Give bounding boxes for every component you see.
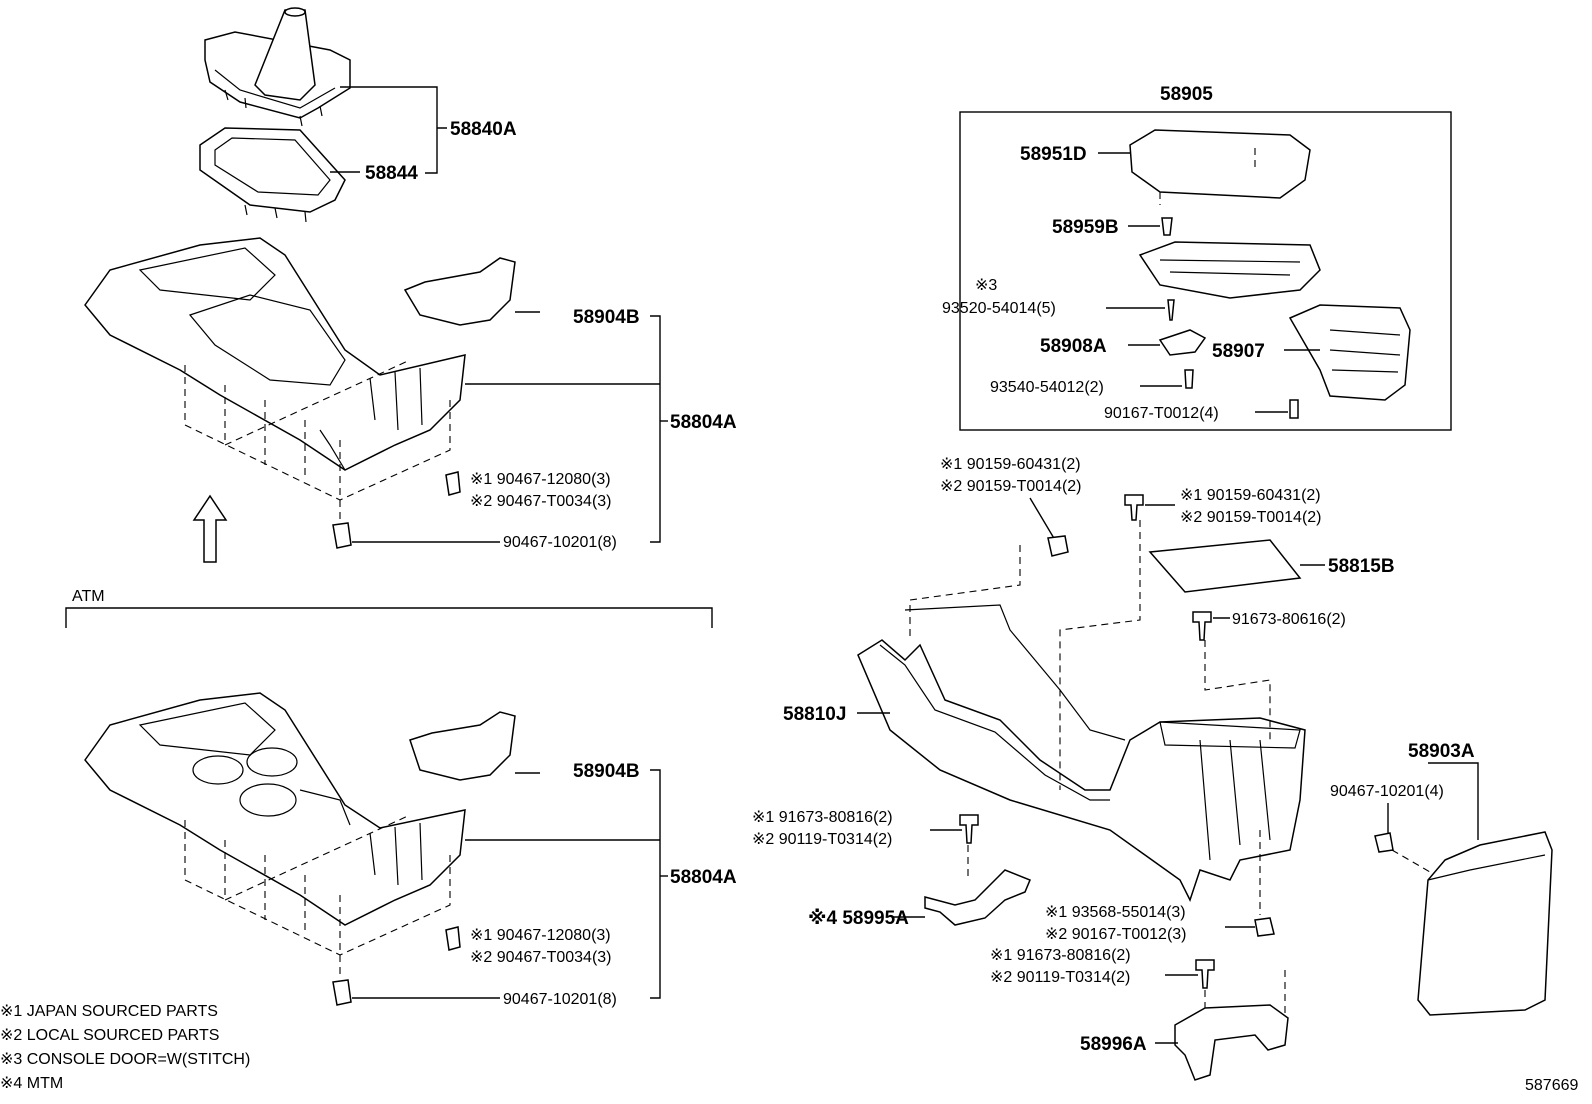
label-s2-90159-T0014-b: ※2 90159-T0014(2) bbox=[1180, 509, 1322, 526]
note-1: ※1 JAPAN SOURCED PARTS bbox=[0, 1003, 218, 1020]
label-s4-58995A: ※4 58995A bbox=[808, 908, 909, 929]
label-s1-90467-12080-top: ※1 90467-12080(3) bbox=[470, 471, 611, 488]
main-console-58810J-illustration bbox=[857, 604, 1306, 902]
fastener-90159-a bbox=[1047, 535, 1069, 557]
label-58904B-top: 58904B bbox=[573, 307, 640, 328]
console-body-mt-illustration bbox=[84, 237, 540, 471]
fastener-91673-80816-a bbox=[959, 814, 979, 844]
diagram-id: 587669 bbox=[1525, 1077, 1578, 1094]
label-58908A: 58908A bbox=[1040, 336, 1107, 357]
fastener-90159-b bbox=[1124, 494, 1144, 521]
bracket-58804A-top bbox=[650, 315, 661, 543]
label-s1-90159-60431-a: ※1 90159-60431(2) bbox=[940, 456, 1081, 473]
label-58905: 58905 bbox=[1160, 84, 1213, 105]
label-s2-90119-T0314-a: ※2 90119-T0314(2) bbox=[752, 831, 892, 848]
fastener-93568 bbox=[1254, 917, 1275, 937]
label-s2-90167-T0012-3: ※2 90167-T0012(3) bbox=[1045, 926, 1187, 943]
label-58804A-top: 58804A bbox=[670, 412, 737, 433]
footnotes: ※1 JAPAN SOURCED PARTS ※2 LOCAL SOURCED … bbox=[0, 1003, 250, 1092]
label-93540-54012: 93540-54012(2) bbox=[990, 379, 1104, 396]
latch-58908A-illustration bbox=[1158, 329, 1207, 389]
note-2: ※2 LOCAL SOURCED PARTS bbox=[0, 1027, 219, 1044]
label-90467-10201-top: 90467-10201(8) bbox=[503, 534, 617, 551]
bracket-58840A bbox=[340, 86, 447, 174]
console-at-hidden-lines bbox=[184, 814, 451, 975]
label-58951D: 58951D bbox=[1020, 144, 1087, 165]
label-58815B: 58815B bbox=[1328, 556, 1395, 577]
label-s1-91673-80816-b: ※1 91673-80816(2) bbox=[990, 947, 1131, 964]
fastener-91673-80616 bbox=[1192, 611, 1212, 641]
armrest-lid-illustration bbox=[1129, 129, 1311, 205]
label-90467-10201-4: 90467-10201(4) bbox=[1330, 783, 1444, 800]
note-4: ※4 MTM bbox=[0, 1075, 63, 1092]
side-panel-58903A-illustration bbox=[1417, 831, 1553, 1016]
atm-bracket bbox=[65, 607, 713, 628]
console-mt-hidden-lines bbox=[184, 359, 451, 520]
label-58907: 58907 bbox=[1212, 341, 1265, 362]
label-s1-90467-12080-bot: ※1 90467-12080(3) bbox=[470, 927, 611, 944]
label-58840A: 58840A bbox=[450, 119, 517, 140]
shift-boot-illustration bbox=[204, 7, 351, 127]
label-58810J: 58810J bbox=[783, 704, 846, 725]
label-58844: 58844 bbox=[365, 163, 418, 184]
label-s1-93568-55014: ※1 93568-55014(3) bbox=[1045, 904, 1186, 921]
label-s2-90159-T0014-a: ※2 90159-T0014(2) bbox=[940, 478, 1082, 495]
label-s1-91673-80816-a: ※1 91673-80816(2) bbox=[752, 809, 893, 826]
label-91673-80616: 91673-80616(2) bbox=[1232, 611, 1346, 628]
clip-90467-10201-4 bbox=[1374, 832, 1394, 853]
console-mt-clips bbox=[332, 471, 461, 549]
label-58996A: 58996A bbox=[1080, 1034, 1147, 1055]
label-90467-10201-bot: 90467-10201(8) bbox=[503, 991, 617, 1008]
label-58804A-bot: 58804A bbox=[670, 867, 737, 888]
console-at-clips bbox=[332, 926, 461, 1006]
bracket-58995A-illustration bbox=[924, 869, 1031, 926]
label-s1-90159-60431-b: ※1 90159-60431(2) bbox=[1180, 487, 1321, 504]
label-90167-T0012-4: 90167-T0012(4) bbox=[1104, 405, 1219, 422]
fastener-91673-80816-b bbox=[1195, 959, 1215, 989]
label-s2-90467-T0034-top: ※2 90467-T0034(3) bbox=[470, 493, 612, 510]
label-s2-90119-T0314-b: ※2 90119-T0314(2) bbox=[990, 969, 1130, 986]
bracket-58804A-bot bbox=[650, 769, 661, 999]
console-box-58907-illustration bbox=[1288, 304, 1411, 419]
bracket-58996A-illustration bbox=[1174, 1004, 1289, 1081]
mat-58815B bbox=[1148, 539, 1302, 593]
up-arrow-icon bbox=[192, 494, 228, 563]
label-atm: ATM bbox=[72, 588, 105, 605]
label-s3: ※3 bbox=[975, 277, 997, 294]
label-58903A: 58903A bbox=[1408, 741, 1475, 762]
label-58904B-bot: 58904B bbox=[573, 761, 640, 782]
note-3: ※3 CONSOLE DOOR=W(STITCH) bbox=[0, 1051, 250, 1068]
main-console-hidden-lines bbox=[909, 520, 1271, 915]
hinge-base-illustration bbox=[1138, 217, 1321, 321]
box-58905 bbox=[959, 111, 1452, 431]
bracket-58903A bbox=[1428, 762, 1479, 840]
label-s2-90467-T0034-bot: ※2 90467-T0034(3) bbox=[470, 949, 612, 966]
console-body-at-illustration bbox=[84, 692, 540, 926]
label-58959B: 58959B bbox=[1052, 217, 1119, 238]
shift-bezel-illustration bbox=[199, 127, 346, 223]
label-93520-54014: 93520-54014(5) bbox=[942, 300, 1056, 317]
